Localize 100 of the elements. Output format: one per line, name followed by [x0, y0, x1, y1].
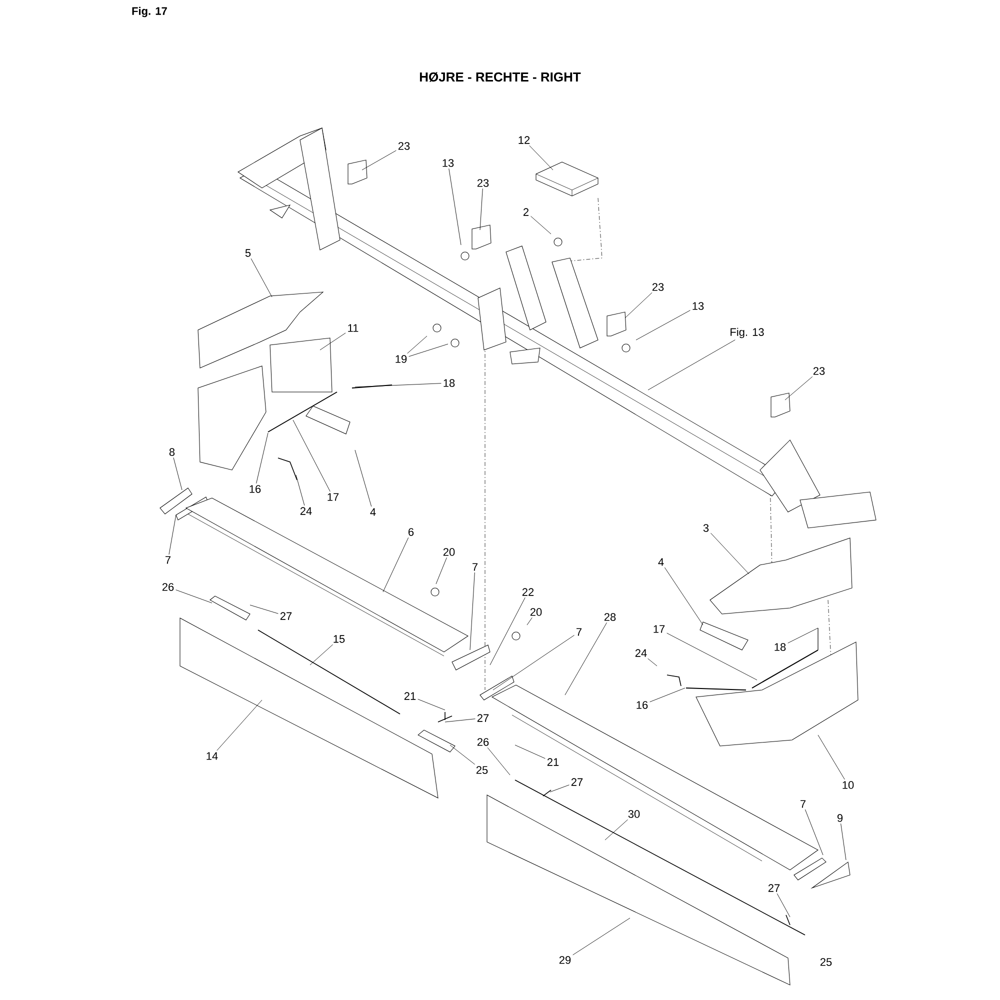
leader-line — [636, 310, 690, 340]
leader-line — [650, 688, 686, 702]
callout-number: 7 — [798, 798, 808, 810]
leader-line — [450, 744, 476, 765]
callout-number: 23 — [650, 282, 666, 292]
callout-number: 16 — [247, 484, 263, 494]
leader-line — [250, 604, 278, 614]
leader-line — [564, 622, 607, 696]
callout-number: 15 — [331, 634, 347, 644]
leader-line — [480, 188, 483, 230]
leader-line — [382, 537, 409, 592]
callout-number: 6 — [406, 526, 416, 538]
leader-line — [250, 258, 272, 298]
leader-line — [784, 376, 813, 400]
leader-line — [666, 632, 758, 680]
callout-number: 5 — [243, 248, 253, 258]
leader-line — [840, 823, 846, 860]
callout-number: 26 — [160, 582, 176, 592]
leader-line — [408, 344, 448, 357]
leader-line — [604, 819, 628, 840]
callout-number: 3 — [701, 522, 711, 534]
leader-line — [354, 383, 442, 388]
callout-number: 17 — [651, 624, 667, 634]
title: HØJRE - RECHTE - RIGHT — [420, 72, 581, 82]
callout-number: 13 — [690, 300, 706, 312]
leader-line — [310, 644, 334, 666]
callout-number: 19 — [393, 354, 409, 364]
leader-line — [292, 420, 330, 492]
callout-number: 30 — [626, 808, 642, 820]
leader-line — [710, 532, 750, 574]
leader-line — [818, 734, 845, 780]
leader-line — [362, 150, 396, 170]
callout-number: 20 — [528, 606, 544, 618]
callout-number: 18 — [441, 378, 457, 388]
callout-number: 14 — [204, 750, 220, 762]
callout-number: 8 — [167, 446, 177, 458]
callout-number: 9 — [835, 812, 845, 824]
leader-line — [530, 216, 552, 234]
leader-line — [176, 590, 212, 604]
leader-line — [256, 432, 268, 484]
callout-number: 25 — [818, 956, 834, 968]
leader-line — [407, 336, 428, 354]
callout-number: 11 — [346, 322, 360, 334]
callout-number: 20 — [441, 546, 457, 558]
leader-line — [444, 718, 476, 722]
leader-line — [776, 893, 790, 918]
callout-number: 26 — [475, 736, 491, 748]
callout-number: 28 — [602, 612, 618, 622]
callout-number: 7 — [470, 562, 480, 572]
leader-line — [514, 744, 546, 759]
callout-number: 25 — [474, 764, 490, 776]
callout-number: 27 — [278, 610, 294, 622]
callout-number: 12 — [516, 134, 532, 146]
leader-line — [572, 918, 630, 956]
leader-line — [648, 340, 736, 390]
leader-line — [526, 617, 532, 626]
callout-number: 24 — [633, 648, 649, 658]
callout-number: 7 — [574, 626, 584, 638]
callout-number: 27 — [569, 776, 585, 788]
leader-line — [788, 628, 818, 644]
leader-line — [470, 572, 475, 650]
callout-number: 23 — [475, 178, 491, 188]
callout-number: 27 — [475, 712, 491, 724]
callout-number: 21 — [402, 690, 418, 702]
leader-line — [804, 809, 824, 856]
callout-number: 24 — [298, 506, 314, 516]
callout-number: 4 — [656, 556, 666, 568]
callout-number: 18 — [772, 642, 788, 652]
callout-number: 23 — [811, 366, 827, 376]
callout-number: 27 — [766, 882, 782, 894]
leader-line — [487, 747, 510, 776]
leader-line — [624, 292, 652, 318]
callout-number: 16 — [634, 700, 650, 710]
callout-number: 13 — [440, 158, 456, 168]
leader-line — [550, 784, 570, 792]
callout-number: 29 — [557, 954, 573, 966]
leader-line — [320, 332, 346, 350]
leader-line — [529, 145, 554, 170]
callout-number: 7 — [163, 554, 173, 566]
callout-number: 23 — [396, 140, 412, 152]
callout-number: 22 — [520, 586, 536, 598]
callout-number: 10 — [840, 780, 856, 790]
leader-line — [448, 168, 462, 246]
leader-line — [648, 658, 658, 666]
callout-number: 2 — [521, 206, 531, 218]
callout-number: Fig. 13 — [728, 326, 766, 340]
leader-line — [418, 698, 446, 710]
leader-line — [354, 450, 372, 507]
callout-number: 21 — [545, 756, 561, 768]
leader-line — [490, 597, 526, 666]
figure-number: Fig. 17 — [132, 6, 167, 18]
leader-line — [168, 514, 176, 555]
leader-line — [664, 567, 704, 626]
leader-line — [296, 474, 305, 506]
leader-line — [436, 557, 447, 584]
leader-line — [492, 635, 574, 690]
leader-line — [216, 700, 262, 751]
leader-line — [173, 457, 182, 490]
callout-number: 4 — [368, 506, 378, 518]
callout-number: 17 — [325, 492, 341, 502]
